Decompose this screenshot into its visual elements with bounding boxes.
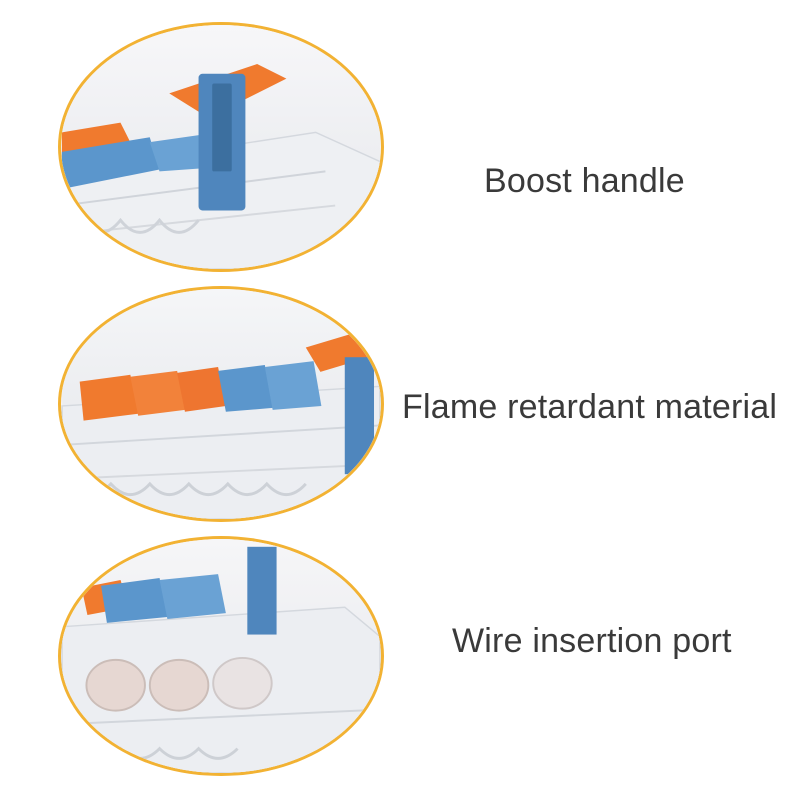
connector-body-illustration — [61, 289, 381, 519]
feature-label: Boost handle — [484, 162, 685, 200]
connector-handle-illustration — [61, 25, 381, 269]
feature-wire-insertion-port: Wire insertion port — [0, 530, 800, 800]
connector-body-closeup-icon — [58, 286, 384, 522]
feature-boost-handle: Boost handle — [0, 0, 800, 272]
feature-flame-retardant: Flame retardant material — [0, 270, 800, 530]
connector-port-illustration — [61, 539, 381, 773]
connector-port-closeup-icon — [58, 536, 384, 776]
feature-label: Wire insertion port — [452, 622, 732, 660]
connector-handle-closeup-icon — [58, 22, 384, 272]
feature-label: Flame retardant material — [402, 388, 778, 426]
